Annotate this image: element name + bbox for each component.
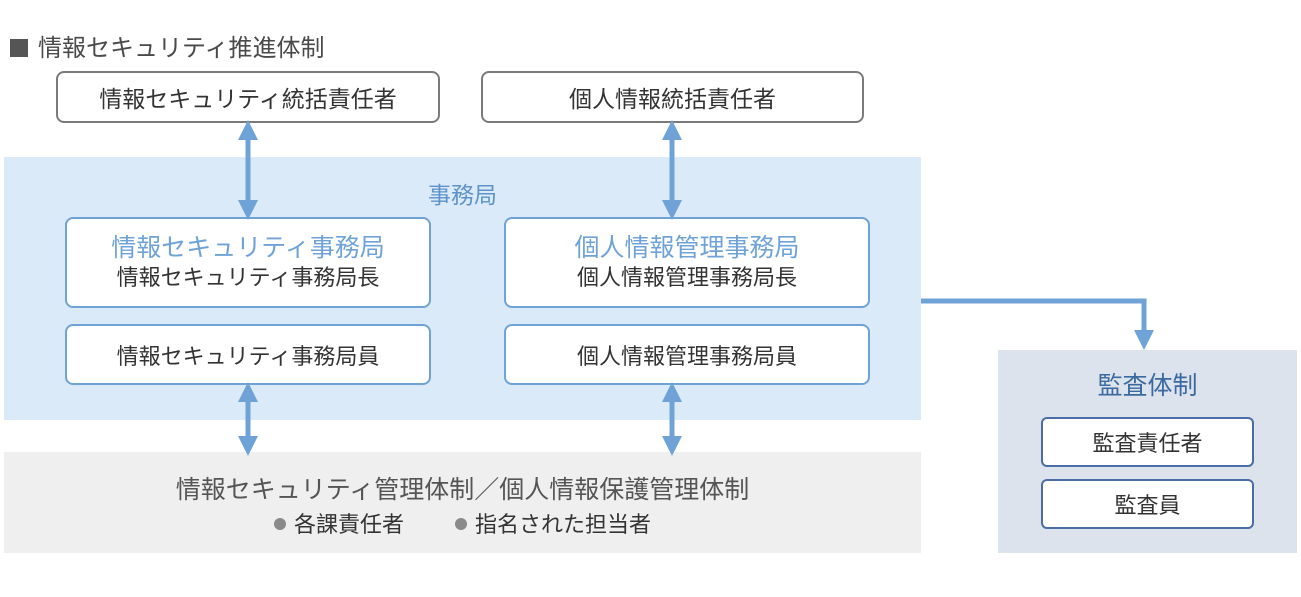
audit-label: 監査体制 [1097,371,1198,400]
management-panel [4,452,921,553]
security-office-title: 情報セキュリティ事務局 [111,232,385,262]
square-bullet-icon [10,39,28,57]
management-title: 情報セキュリティ管理体制／個人情報保護管理体制 [175,475,750,504]
security-office-box: 情報セキュリティ事務局 情報セキュリティ事務局長 [65,217,431,308]
management-item: 各課責任者 [273,507,404,539]
arrow-to-audit [921,298,1154,350]
security-office-member: 情報セキュリティ事務局員 [116,344,380,370]
privacy-office-member: 個人情報管理事務局員 [576,344,797,370]
bullet-icon [455,518,467,530]
security-office-head: 情報セキュリティ事務局長 [116,265,380,291]
privacy-officer-label: 個人情報統括責任者 [569,87,776,113]
auditor-box: 監査員 [1041,479,1254,529]
security-officer-box: 情報セキュリティ統括責任者 [56,71,440,123]
auditor-label: 監査員 [1114,494,1181,519]
management-item-label: 各課責任者 [293,513,404,538]
security-office-member-box: 情報セキュリティ事務局員 [65,324,431,385]
page-title: 情報セキュリティ推進体制 [10,28,325,63]
privacy-office-member-box: 個人情報管理事務局員 [504,324,870,385]
office-label: 事務局 [428,183,497,209]
bullet-icon [273,518,286,530]
page-title-text: 情報セキュリティ推進体制 [38,34,325,62]
management-item-label: 指名された担当者 [475,513,652,538]
security-officer-label: 情報セキュリティ統括責任者 [99,87,397,113]
audit-manager-box: 監査責任者 [1041,417,1254,467]
management-item: 指名された担当者 [455,507,651,539]
privacy-office-title: 個人情報管理事務局 [574,232,800,262]
management-items: 各課責任者 指名された担当者 [4,507,921,539]
audit-manager-label: 監査責任者 [1092,432,1203,457]
privacy-officer-box: 個人情報統括責任者 [481,71,864,123]
privacy-office-head: 個人情報管理事務局長 [576,265,797,291]
privacy-office-box: 個人情報管理事務局 個人情報管理事務局長 [504,217,870,308]
